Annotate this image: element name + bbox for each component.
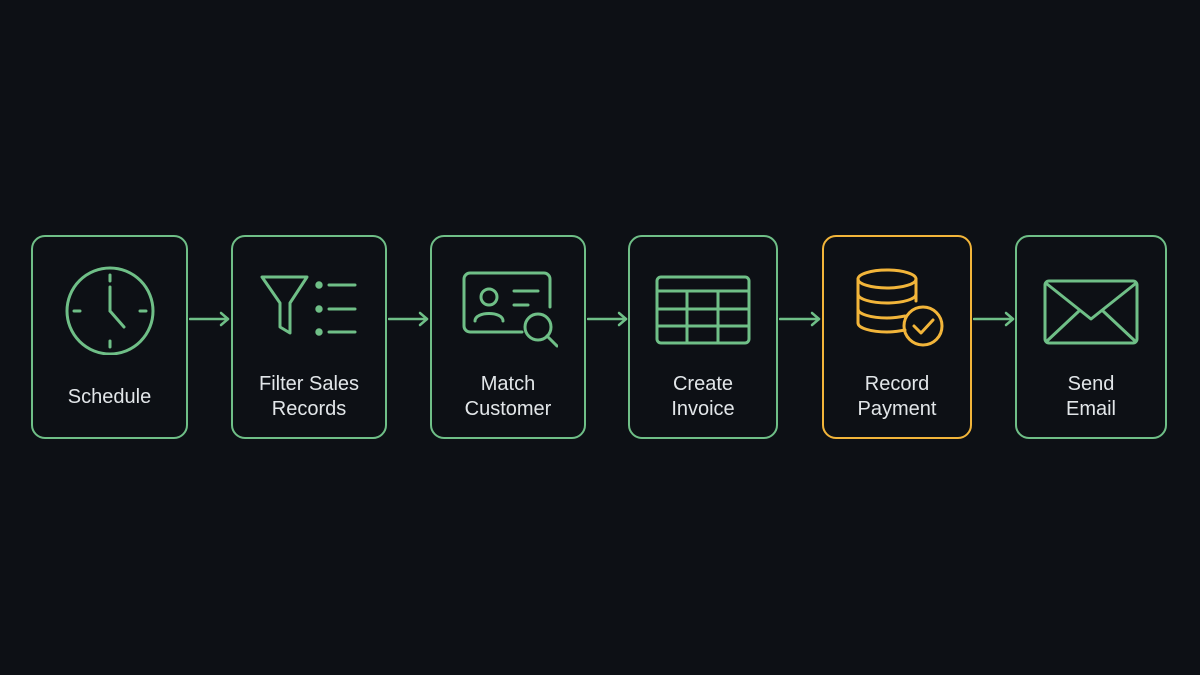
- id-card-search-icon: [458, 265, 558, 355]
- step-match-customer: Match Customer: [430, 235, 586, 439]
- step-label: Record Payment: [857, 373, 937, 420]
- step-record-payment: Record Payment: [822, 235, 972, 439]
- step-label: Filter Sales Records: [258, 373, 360, 420]
- flow-arrow: [388, 309, 430, 329]
- step-label: Schedule: [67, 385, 152, 408]
- step-create-invoice: Create Invoice: [628, 235, 778, 439]
- flow-arrow: [587, 309, 629, 329]
- flow-arrow: [779, 309, 822, 329]
- step-schedule: Schedule: [31, 235, 188, 439]
- filter-list-icon: [259, 265, 359, 355]
- step-label: Create Invoice: [671, 373, 735, 420]
- step-label: Match Customer: [464, 373, 552, 420]
- coins-check-icon: [847, 265, 947, 355]
- flow-arrow: [973, 309, 1016, 329]
- clock-icon: [60, 265, 160, 355]
- step-send-email: Send Email: [1015, 235, 1167, 439]
- table-icon: [653, 265, 753, 355]
- step-filter-sales-records: Filter Sales Records: [231, 235, 387, 439]
- flow-arrow: [189, 309, 231, 329]
- envelope-icon: [1041, 265, 1141, 355]
- step-label: Send Email: [1065, 373, 1116, 420]
